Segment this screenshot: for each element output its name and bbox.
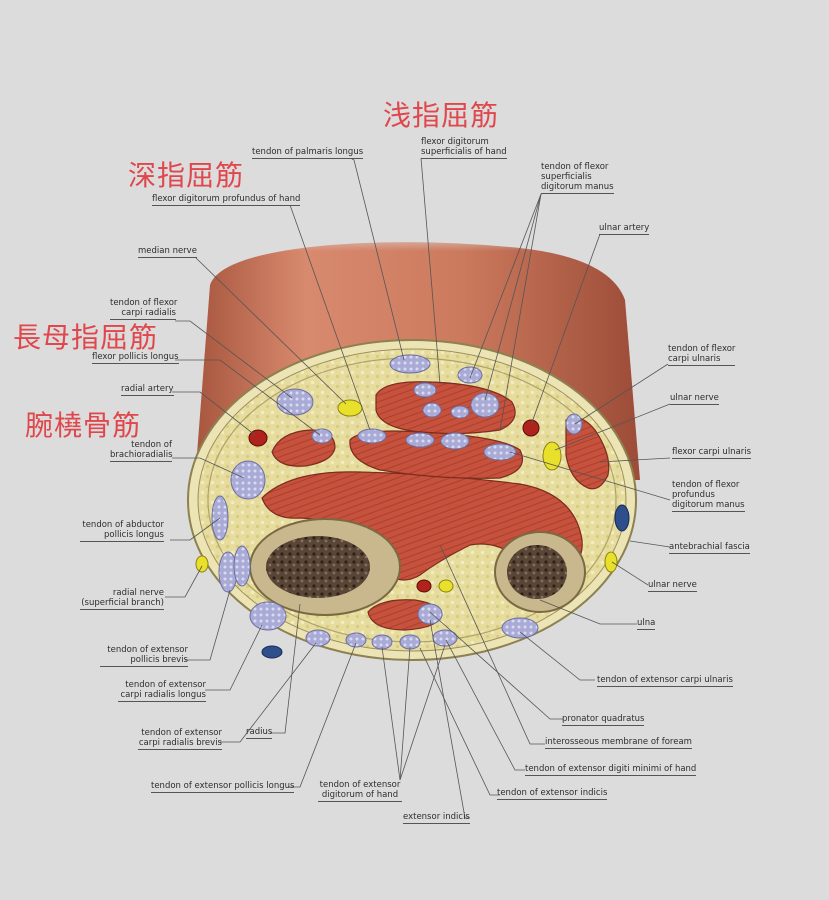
jp-label-pollicis-longus: 長母指屈筋 [13,321,159,354]
fds-tendon-c [470,392,500,418]
label-fdp-manus: tendon of flexor profundus digitorum man… [672,480,745,512]
ecu-tendon [501,617,539,639]
label-fcu-tendon-line1: tendon of flexor [668,344,736,354]
label-antebrachial-fascia: antebrachial fascia [669,542,750,554]
label-epl: tendon of extensor pollicis longus [151,781,295,793]
ecrb-tendon [305,629,331,647]
label-fds-hand-line1: flexor digitorum [421,137,489,147]
fcu-tendon [565,413,583,435]
leader-lines [165,157,671,819]
label-fcu: flexor carpi ulnaris [672,447,752,459]
radial-nerve-superficial [195,555,209,573]
label-radial-artery: radial artery [121,384,174,396]
label-fcr-line1: tendon of flexor [110,298,178,308]
median-nerve [337,399,363,417]
label-br-line2: brachioradialis [110,450,173,460]
epb-tendon-b [233,545,251,587]
fdp-tendon-c [440,432,470,450]
label-fdp-manus-line3: digitorum manus [672,500,745,510]
label-ecrl-line1: tendon of extensor [125,680,206,690]
label-ecrl-line2: carpi radialis longus [120,690,206,700]
label-radial-nerve-line2: (superficial branch) [81,598,164,608]
jp-label-profundus: 深指屈筋 [128,159,245,192]
label-fds-manus-line3: digitorum manus [541,182,614,192]
vein-radial-dorsal [261,645,283,659]
skin-fade [190,230,650,290]
label-ulna: ulna [637,618,656,630]
label-ecrl: tendon of extensor carpi radialis longus [118,680,206,702]
label-ed-line1: tendon of extensor [319,780,401,790]
label-ulnar-artery: ulnar artery [599,223,650,235]
label-edm: tendon of extensor digiti minimi of hand [525,764,697,776]
pronator-tendon [417,603,443,625]
fdp-tendon-d [483,443,517,461]
vein-ulnar-dorsal [614,504,630,532]
label-ed: tendon of extensor digitorum of hand [318,780,402,802]
label-fcr-line2: carpi radialis [121,308,176,318]
ulnar-nerve-dorsal [604,551,618,573]
label-median-nerve: median nerve [138,246,197,258]
label-ulnar-nerve-bottom: ulnar nerve [648,580,697,592]
label-fds-manus-line2: superficialis [541,172,592,182]
label-fds-manus: tendon of flexor superficialis digitorum… [541,162,614,194]
label-ecrb-line1: tendon of extensor [141,728,222,738]
label-fds-manus-line1: tendon of flexor [541,162,609,172]
fds-tendon-a [413,382,437,398]
epl-tendon [345,632,367,648]
label-fds-hand: flexor digitorum superficialis of hand [421,137,507,159]
fds-tendon-d [422,402,442,418]
ulna-marrow [507,545,567,599]
label-radial-nerve-line1: radial nerve [112,588,164,598]
label-apl-line1: tendon of abductor [82,520,164,530]
brachioradialis-tendon [230,460,266,500]
label-brachioradialis: tendon of brachioradialis [110,440,173,462]
label-epb-line2: pollicis brevis [130,655,188,665]
radius-marrow [266,536,370,598]
label-fcu-tendon: tendon of flexor carpi ulnaris [668,344,736,366]
label-pronator: pronator quadratus [562,714,645,726]
jp-label-brachioradialis: 腕橈骨筋 [25,409,142,442]
label-radius: radius [246,727,273,739]
ulnar-nerve [542,441,562,471]
label-ecrb: tendon of extensor carpi radialis brevis [138,728,222,750]
label-fdp-manus-line1: tendon of flexor [672,480,740,490]
label-fcr: tendon of flexor carpi radialis [110,298,178,320]
label-epb-line1: tendon of extensor [107,645,188,655]
label-apl-line2: pollicis longus [103,530,164,540]
label-palmaris-longus: tendon of palmaris longus [252,147,364,159]
label-ecrb-line2: carpi radialis brevis [138,738,222,748]
fds-lower-band [349,430,524,479]
ecrl-tendon [249,601,287,631]
label-ei-tendon: tendon of extensor indicis [497,788,608,800]
fcu-muscle [565,417,610,490]
label-fdp-manus-line2: profundus [672,490,715,500]
jp-label-superficialis: 浅指屈筋 [383,99,500,132]
label-fds-hand-line2: superficialis of hand [421,147,507,157]
label-fcu-tendon-line2: carpi ulnaris [668,354,721,364]
label-interosseous: interosseous membrane of foream [545,737,692,749]
label-radial-nerve: radial nerve (superficial branch) [80,588,164,610]
interosseous-artery [416,579,432,593]
palmaris-longus-tendon [389,354,431,374]
label-ulnar-nerve-top: ulnar nerve [670,393,719,405]
label-fdp-hand: flexor digitorum profundus of hand [152,194,301,206]
ulnar-artery [522,419,540,437]
label-apl: tendon of abductor pollicis longus [80,520,164,542]
label-ei: extensor indicis [403,812,470,824]
label-ed-line2: digitorum of hand [321,790,399,800]
fds-tendon-e [450,405,470,419]
ed-tendon-a [371,634,393,650]
fdp-tendon-a [357,428,387,444]
label-epb: tendon of extensor pollicis brevis [100,645,188,667]
fdp-tendon-b [405,432,435,448]
ed-tendon-b [399,634,421,650]
fds-tendon-b [457,366,483,384]
interosseous-nerve [438,579,454,593]
label-br-line1: tendon of [131,440,172,450]
label-fpl: flexor pollicis longus [92,352,179,364]
fcr-tendon [276,388,314,416]
label-ecu: tendon of extensor carpi ulnaris [597,675,733,687]
